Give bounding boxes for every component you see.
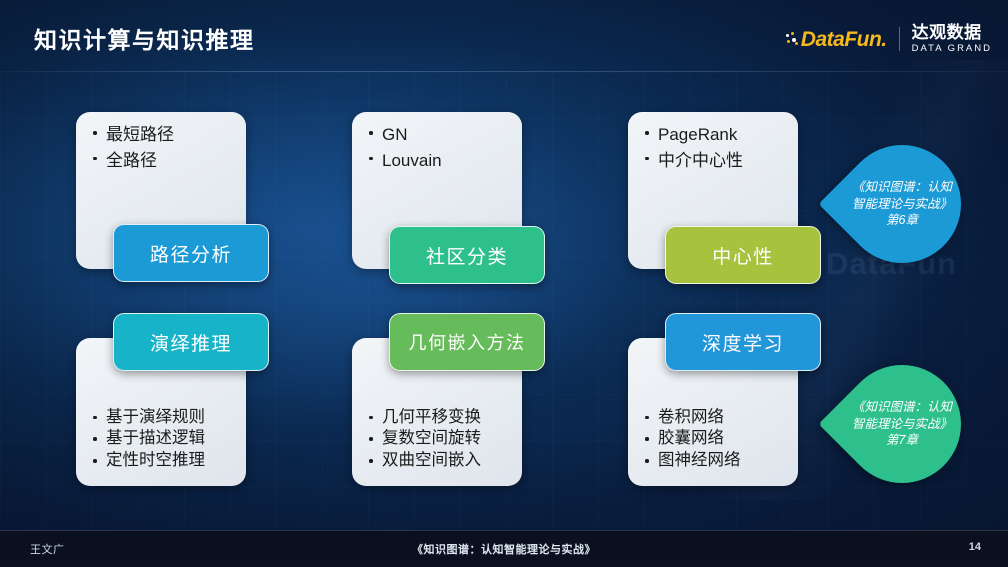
logo-divider [898, 27, 900, 51]
list-item: 全路径 [90, 148, 238, 174]
chip-centrality[interactable]: 中心性 [665, 226, 821, 284]
datagrand-name-en: DATA GRAND [911, 43, 992, 55]
chip-geometric-embedding[interactable]: 几何嵌入方法 [389, 313, 545, 371]
chip-deep-learning[interactable]: 深度学习 [665, 313, 821, 371]
list-item: 胶囊网络 [642, 428, 790, 450]
datagrand-logo: 达观数据 DATA GRAND [912, 24, 992, 54]
list-item: 基于演绎规则 [90, 407, 238, 429]
datafun-wordmark: DataFun. [800, 27, 887, 51]
brand-logo: DataFun. 达观数据 DATA GRAND [785, 24, 992, 54]
datafun-dots-icon [785, 32, 799, 46]
card-bullet-list: GN Louvain [366, 122, 514, 174]
badge-chapter-7[interactable]: 《知识图谱：认知智能理论与实战》第7章 [818, 340, 986, 508]
chip-deductive-reasoning[interactable]: 演绎推理 [113, 313, 269, 371]
page-title: 知识计算与知识推理 [34, 27, 255, 53]
list-item: 几何平移变换 [366, 407, 514, 429]
footer-divider [0, 530, 1008, 531]
datagrand-name-cn: 达观数据 [911, 23, 982, 43]
list-item: 中介中心性 [642, 148, 790, 174]
footer-page-number: 14 [968, 541, 981, 553]
card-bullet-list: 最短路径 全路径 [90, 122, 238, 174]
badge-chapter-7-label: 《知识图谱：认知智能理论与实战》第7章 [852, 399, 953, 448]
card-bullet-list: 卷积网络 胶囊网络 图神经网络 [642, 407, 790, 472]
card-bullet-list: 几何平移变换 复数空间旋转 双曲空间嵌入 [366, 407, 514, 472]
list-item: PageRank [642, 122, 790, 148]
list-item: 最短路径 [90, 122, 238, 148]
card-bullet-list: PageRank 中介中心性 [642, 122, 790, 174]
datafun-logo: DataFun. [785, 27, 887, 51]
list-item: 双曲空间嵌入 [366, 450, 514, 472]
badge-chapter-6[interactable]: 《知识图谱：认知智能理论与实战》第6章 [818, 120, 986, 288]
slide-footer: 王文广 《知识图谱：认知智能理论与实战》 14 [0, 530, 1008, 567]
list-item: 基于描述逻辑 [90, 428, 238, 450]
slide-header: 知识计算与知识推理 DataFun. 达观数据 DATA GRAND [0, 0, 1008, 72]
list-item: 复数空间旋转 [366, 428, 514, 450]
card-bullet-list: 基于演绎规则 基于描述逻辑 定性时空推理 [90, 407, 238, 472]
badge-chapter-6-label: 《知识图谱：认知智能理论与实战》第6章 [852, 179, 953, 228]
list-item: Louvain [366, 148, 514, 174]
chip-path-analysis[interactable]: 路径分析 [113, 224, 269, 282]
header-divider [0, 71, 1008, 72]
list-item: 图神经网络 [642, 450, 790, 472]
footer-book-title: 《知识图谱：认知智能理论与实战》 [412, 544, 596, 556]
list-item: 定性时空推理 [90, 450, 238, 472]
list-item: 卷积网络 [642, 407, 790, 429]
list-item: GN [366, 122, 514, 148]
chip-community-detection[interactable]: 社区分类 [389, 226, 545, 284]
footer-author: 王文广 [30, 544, 65, 556]
